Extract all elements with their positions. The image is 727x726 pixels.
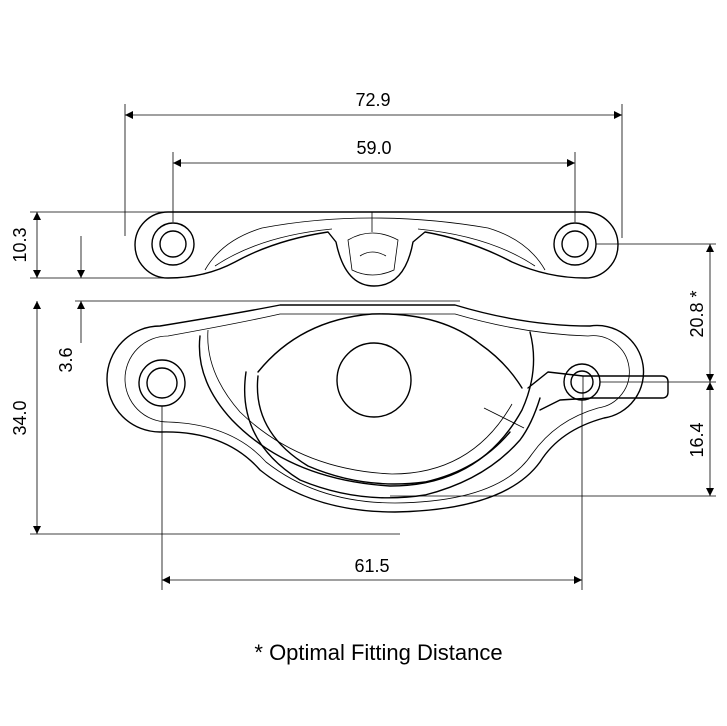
catch-outline: [106, 304, 645, 513]
keeper-inner-contour: [204, 217, 546, 271]
catch-right-hole-inner: [570, 370, 594, 394]
keeper-left-hole-inner: [159, 230, 187, 258]
dimension-labels: 72.9 59.0 10.3 3.6 34.0 20.8 * 16.4 61.5: [10, 90, 707, 576]
dimension-lines: [33, 111, 714, 584]
cam-dome: [257, 313, 523, 389]
footnote: * Optimal Fitting Distance: [254, 640, 503, 665]
keeper-left-hole-outer: [151, 222, 195, 266]
cam-inner-curve: [207, 329, 513, 475]
dim-label-10-3: 10.3: [10, 227, 30, 262]
catch-right-hole-outer: [563, 363, 601, 401]
keeper-part: [134, 211, 619, 287]
extension-lines: [30, 104, 716, 590]
catch-left-hole-outer: [138, 359, 186, 407]
catch-part: [106, 304, 716, 513]
cam-crescent: [244, 371, 541, 499]
catch-inner-rim: [124, 313, 630, 504]
cam-body: [198, 331, 535, 487]
keeper-right-hole-outer: [553, 222, 597, 266]
dim-label-61-5: 61.5: [354, 556, 389, 576]
cam-detail-line: [483, 407, 525, 429]
keeper-right-hole-inner: [561, 230, 589, 258]
keeper-notch: [347, 232, 399, 276]
catch-left-hole-inner: [146, 367, 178, 399]
keeper-outline: [134, 211, 619, 287]
dim-label-72-9: 72.9: [355, 90, 390, 110]
dim-label-16-4: 16.4: [687, 422, 707, 457]
cam-crescent-inner: [256, 375, 511, 485]
dim-label-20-8: 20.8 *: [687, 290, 707, 337]
keeper-inner-lip: [214, 228, 536, 267]
dim-label-34-0: 34.0: [10, 400, 30, 435]
handle-tab: [527, 371, 669, 411]
dim-label-59-0: 59.0: [356, 138, 391, 158]
dim-label-3-6: 3.6: [56, 347, 76, 372]
spindle-boss: [336, 342, 412, 418]
